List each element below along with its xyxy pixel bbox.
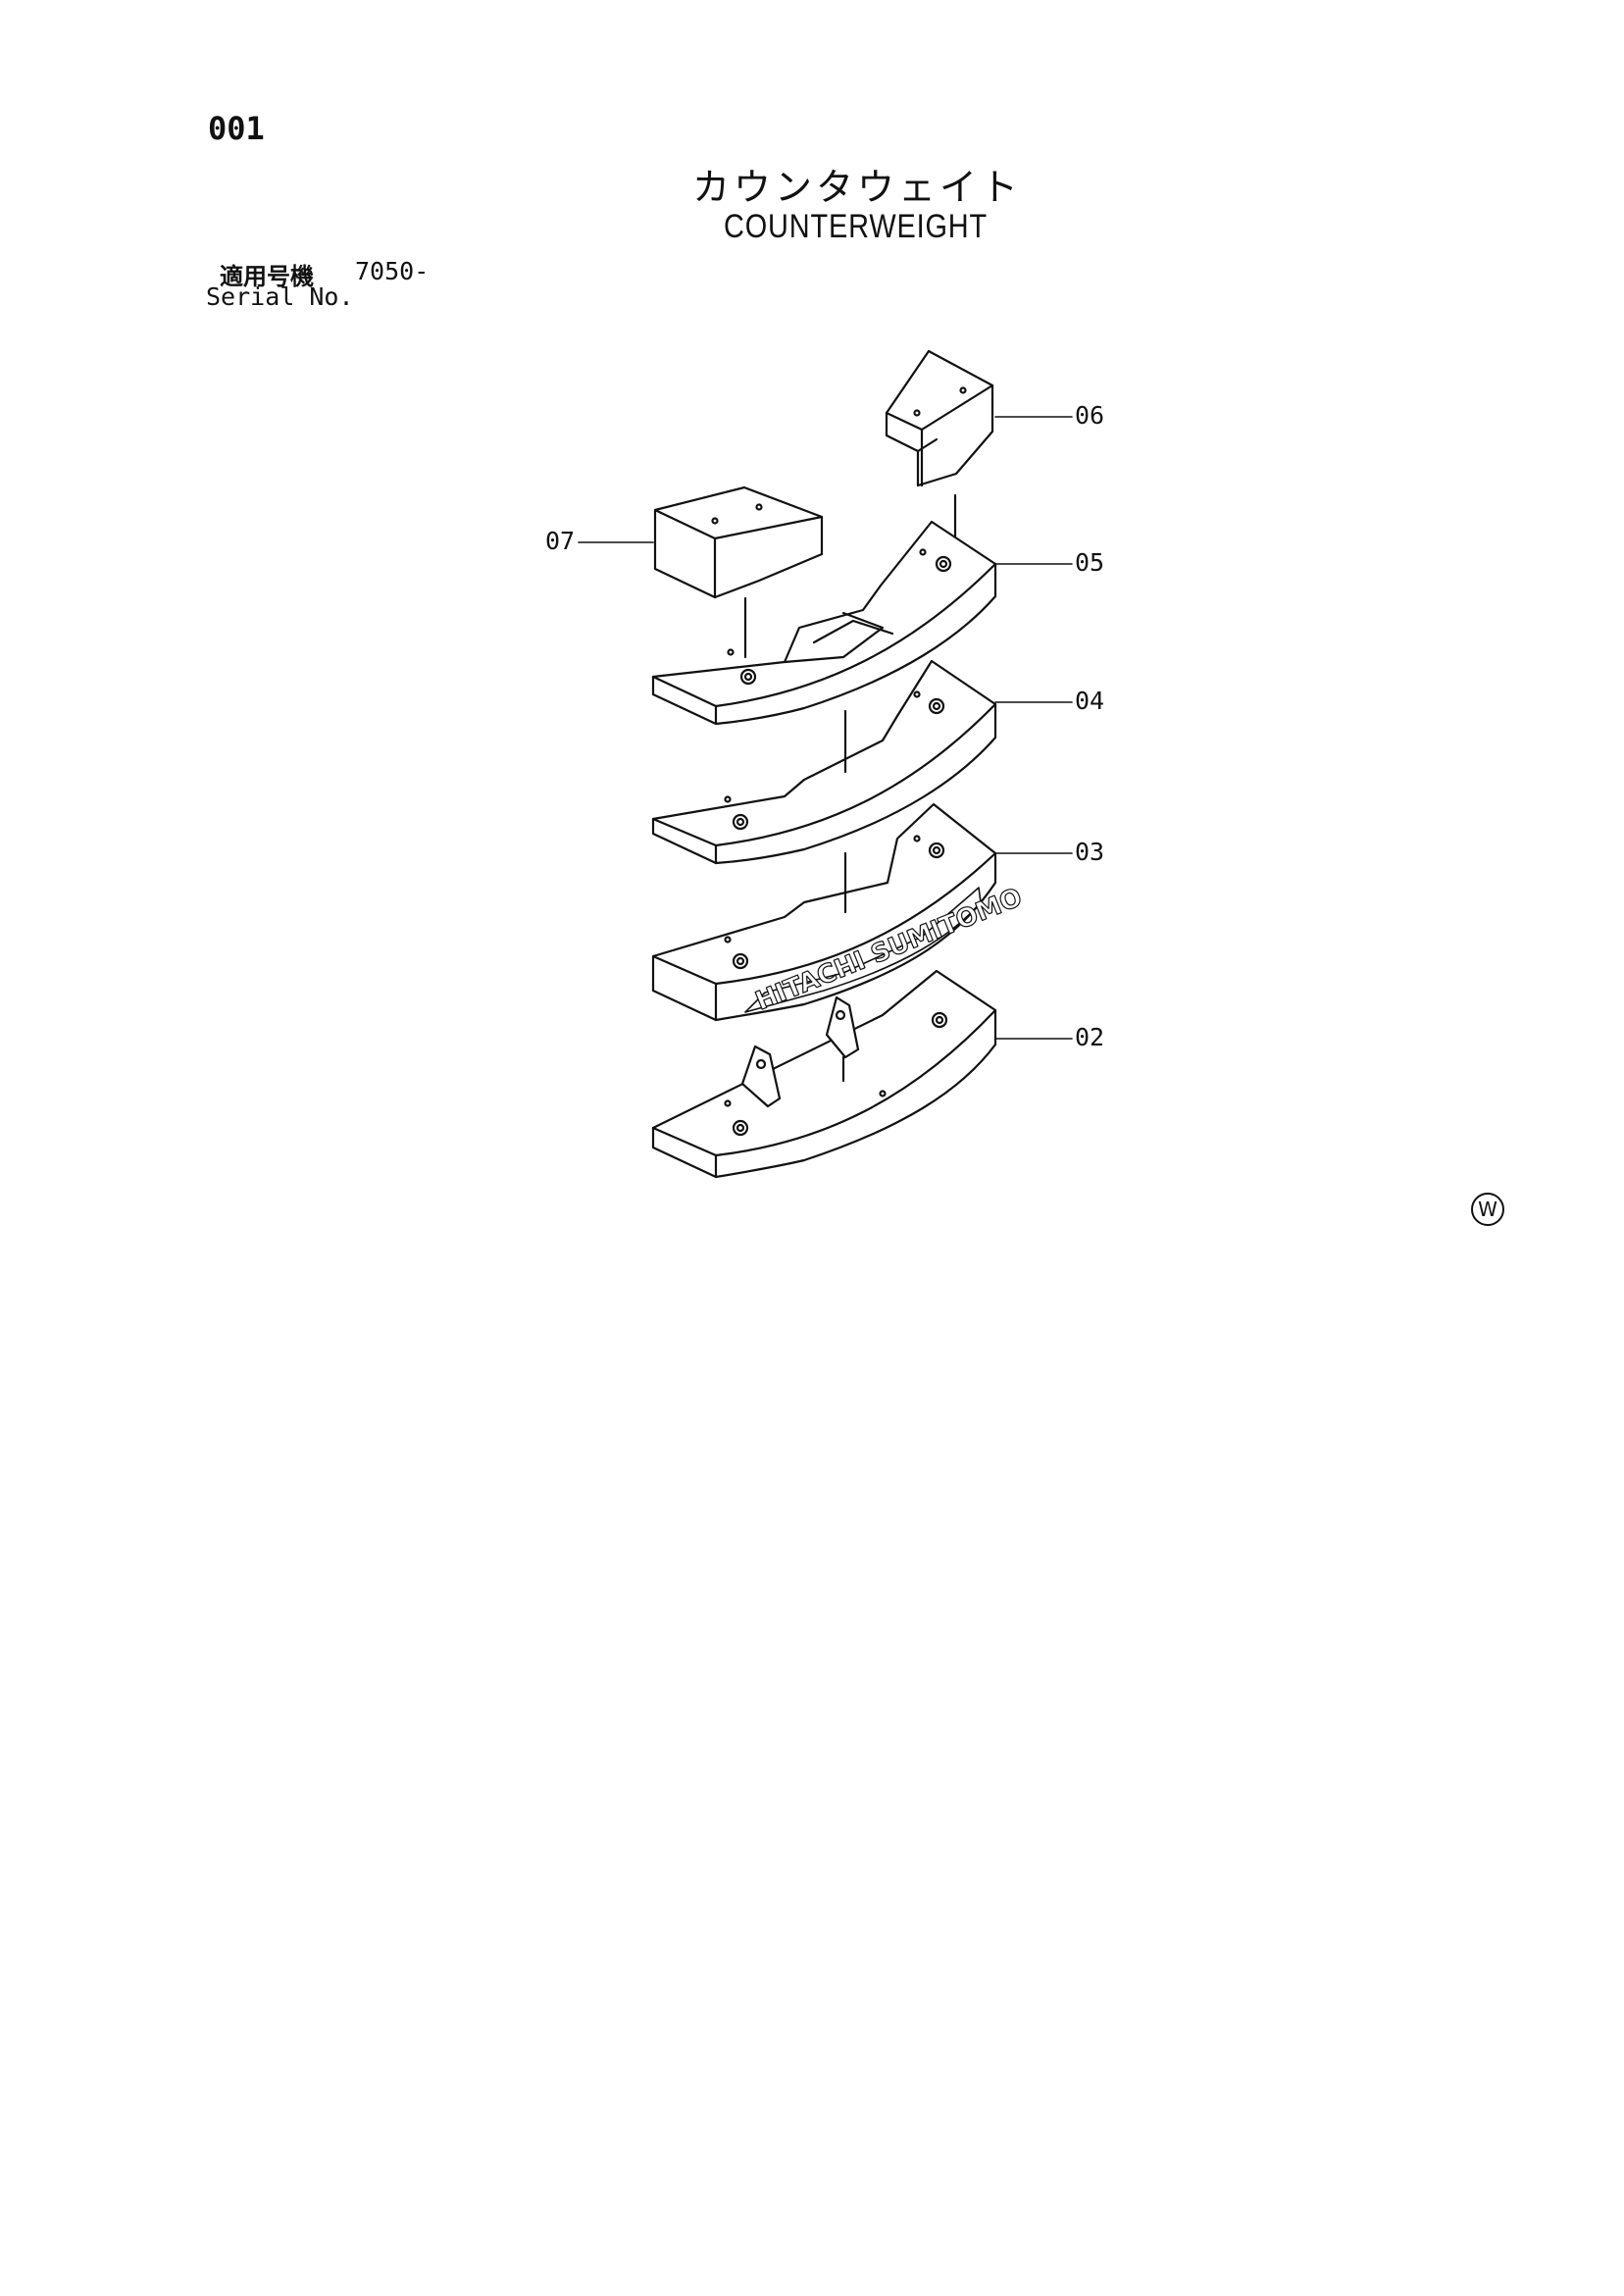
callout-02: 02 bbox=[1075, 1023, 1105, 1051]
part-07-cover bbox=[653, 485, 824, 599]
serial-number-value: 7050- bbox=[355, 257, 430, 285]
lifting-eye-left bbox=[740, 1045, 782, 1108]
part-06-cover bbox=[885, 349, 994, 487]
page-title-japanese: カウンタウェイト bbox=[692, 166, 1023, 209]
callout-03: 03 bbox=[1075, 838, 1105, 866]
serial-label-japanese: 適用号機 bbox=[220, 263, 314, 290]
watermark-w-symbol: W bbox=[1471, 1193, 1504, 1226]
callout-06: 06 bbox=[1075, 401, 1105, 430]
logo-plate bbox=[744, 887, 982, 1013]
callout-05: 05 bbox=[1075, 548, 1105, 577]
page-title: COUNTERWEIGHT bbox=[724, 208, 989, 245]
callout-07: 07 bbox=[545, 527, 576, 555]
callout-04: 04 bbox=[1075, 687, 1105, 715]
part-04-weight bbox=[651, 659, 997, 865]
part-05-weight bbox=[651, 520, 997, 726]
part-03-weight bbox=[651, 802, 997, 1022]
page-number: 001 bbox=[208, 110, 265, 147]
lifting-eye-right bbox=[825, 995, 860, 1059]
part-02-weight bbox=[651, 969, 997, 1179]
serial-label: Serial No. bbox=[206, 282, 354, 311]
